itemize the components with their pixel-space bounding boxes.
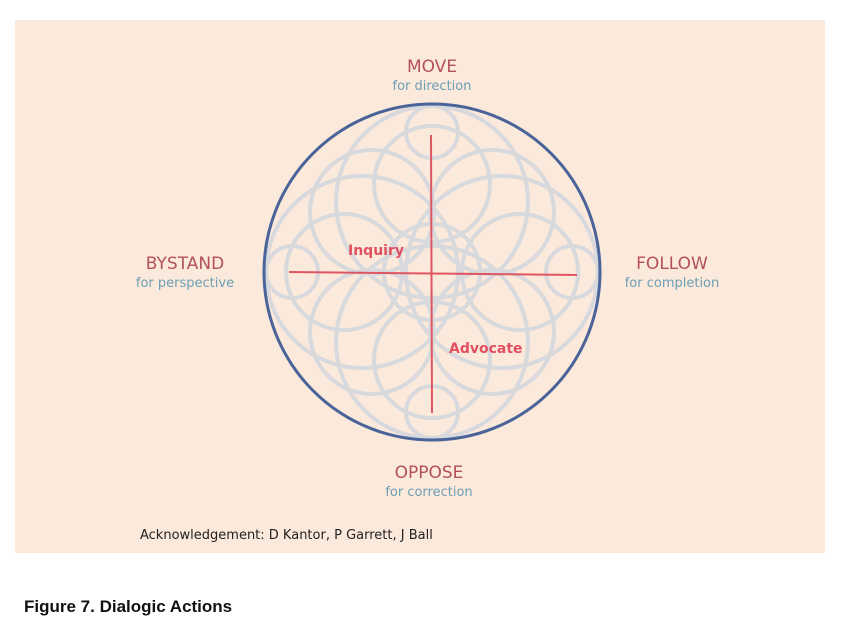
direction-move: MOVE for direction [332, 57, 532, 94]
pattern-circle [460, 212, 580, 332]
pattern-circle [404, 174, 600, 370]
pattern-circle [264, 174, 460, 370]
follow-subtitle: for completion [624, 276, 720, 291]
figure-caption: Figure 7. Dialogic Actions [24, 597, 233, 616]
pattern-circle [428, 148, 556, 276]
advocate-label: Advocate [449, 341, 523, 357]
pattern-circle [428, 268, 556, 396]
direction-follow: FOLLOW for completion [572, 254, 772, 291]
move-subtitle: for direction [392, 79, 472, 94]
pattern-circle [308, 268, 436, 396]
oppose-title: OPPOSE [394, 463, 464, 483]
horizontal-axis [288, 271, 578, 276]
outer-circle [262, 102, 602, 442]
direction-oppose: OPPOSE for correction [329, 463, 529, 500]
pattern-circle [308, 148, 436, 276]
pattern-circle [284, 212, 404, 332]
diagram-panel: MOVE for direction BYSTAND for perspecti… [15, 20, 825, 553]
follow-title: FOLLOW [636, 254, 708, 274]
bystand-subtitle: for perspective [135, 276, 235, 291]
oppose-subtitle: for correction [385, 485, 473, 500]
dialogic-actions-diagram [262, 102, 602, 442]
direction-bystand: BYSTAND for perspective [85, 254, 285, 291]
inquiry-label: Inquiry [348, 243, 404, 259]
acknowledgement: Acknowledgement: D Kantor, P Garrett, J … [140, 528, 433, 543]
move-title: MOVE [406, 57, 458, 77]
bystand-title: BYSTAND [145, 254, 225, 274]
